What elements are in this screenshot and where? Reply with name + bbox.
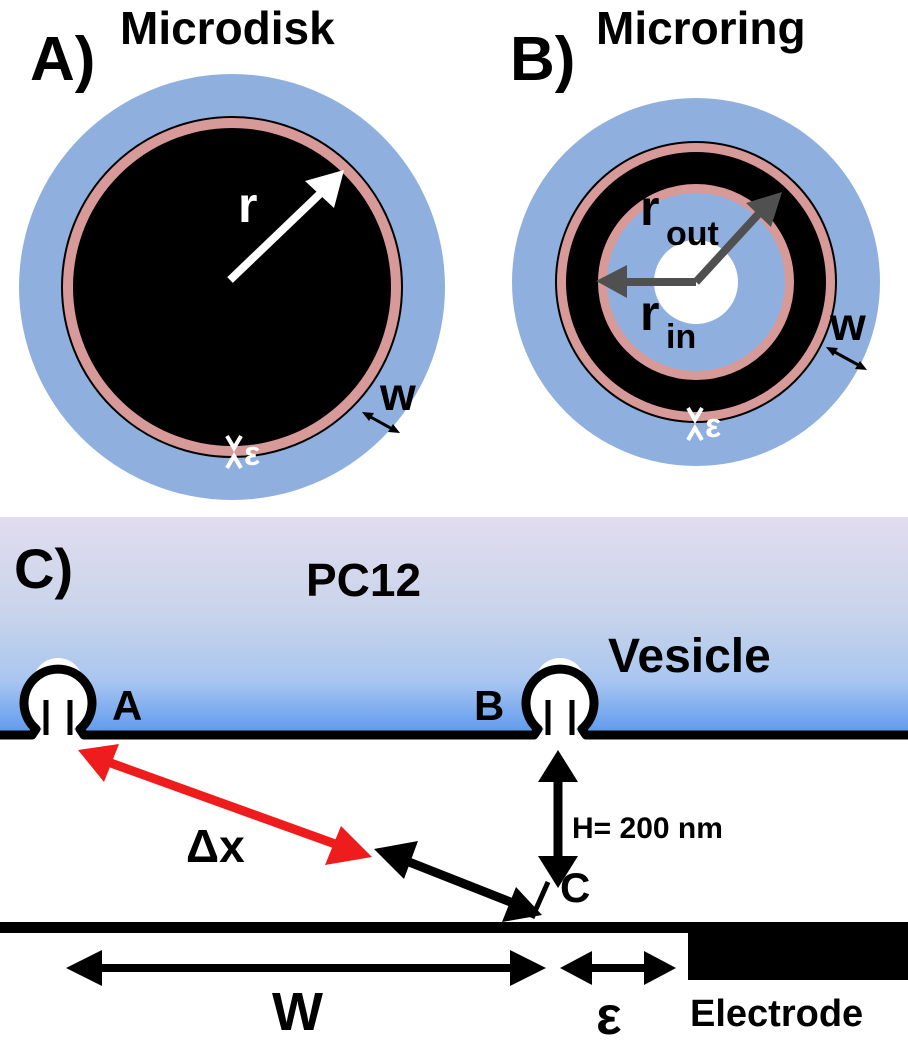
height-arrow xyxy=(538,750,578,888)
w-label-b: w xyxy=(829,298,866,350)
disk-electrode xyxy=(73,128,391,446)
r-in-label-sub: in xyxy=(666,318,696,356)
epsilon-label-c: ε xyxy=(596,986,622,1046)
width-label: W xyxy=(272,982,323,1042)
cell-membrane xyxy=(0,664,908,740)
epsilon-arrow xyxy=(560,951,676,985)
epsilon-label-b: ε xyxy=(705,407,721,445)
point-a-label: A xyxy=(112,682,142,729)
r-in-label-main: r xyxy=(640,285,659,341)
radius-arrow xyxy=(227,170,344,283)
r-out-arrow xyxy=(693,192,782,285)
pc12-cell xyxy=(0,517,908,735)
panel-b-microring: B) Microring r out r in w xyxy=(510,2,880,466)
w-label-a: w xyxy=(379,368,416,420)
vesicle-label: Vesicle xyxy=(608,630,771,683)
electrode-block xyxy=(688,922,908,980)
r-out-label-main: r xyxy=(640,180,659,236)
panel-a-title: Microdisk xyxy=(120,2,335,54)
width-arrow xyxy=(66,950,546,986)
dx-arrow xyxy=(78,744,372,865)
cell-label: PC12 xyxy=(306,554,421,606)
w-arrow-a xyxy=(362,412,400,433)
pore-gap-b xyxy=(548,726,572,740)
panel-b-letter: B) xyxy=(510,25,575,94)
pore-gap-a xyxy=(46,726,70,740)
point-b-label: B xyxy=(474,682,504,729)
dx-label: Δx xyxy=(186,820,245,872)
panel-b-title: Microring xyxy=(596,2,806,54)
epsilon-marker-a xyxy=(225,434,243,470)
w-arrow-b xyxy=(826,347,867,370)
c-tick xyxy=(529,880,551,920)
panel-c-letter: C) xyxy=(14,537,73,600)
r-in-arrow xyxy=(596,265,696,298)
epsilon-marker-b xyxy=(686,406,704,442)
substrate-line xyxy=(0,922,908,933)
distance-arrow-c xyxy=(374,841,542,922)
electrode-label: Electrode xyxy=(690,993,863,1035)
r-out-label-sub: out xyxy=(666,215,719,253)
panel-a-microdisk: A) Microdisk r w ε xyxy=(19,2,445,500)
panel-a-letter: A) xyxy=(30,25,95,94)
radius-label: r xyxy=(238,177,257,233)
height-label: H= 200 nm xyxy=(572,812,723,845)
panel-c-cross-section: C) PC12 Vesicle A B Electrode Δx C xyxy=(0,517,908,1046)
epsilon-label-a: ε xyxy=(244,435,260,473)
